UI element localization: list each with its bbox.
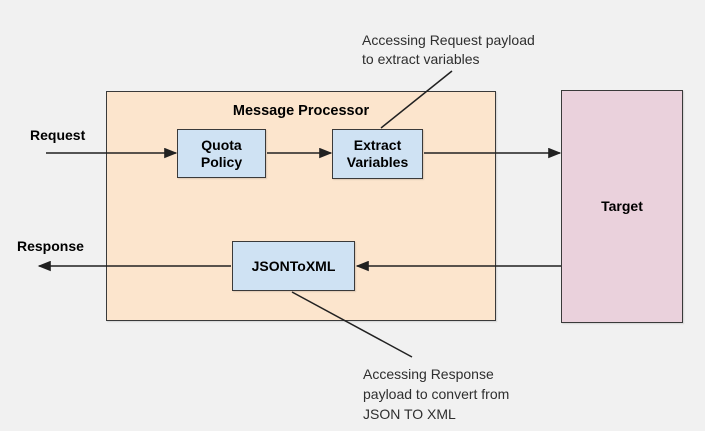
extract-variables-node: Extract Variables bbox=[332, 129, 423, 179]
extract-variables-label-line1: Extract bbox=[353, 137, 402, 153]
extract-variables-label-line2: Variables bbox=[346, 154, 409, 170]
message-processor-title: Message Processor bbox=[232, 103, 370, 119]
quota-policy-label-line2: Policy bbox=[200, 153, 243, 170]
target-label: Target bbox=[601, 198, 643, 214]
request-payload-annotation-line2: to extract variables bbox=[362, 51, 480, 67]
json-to-xml-label: JSONToXML bbox=[251, 257, 336, 274]
response-payload-annotation-line2: payload to convert from bbox=[363, 386, 510, 402]
response-payload-annotation-line3: JSON TO XML bbox=[363, 406, 456, 422]
json-to-xml-node: JSONToXML bbox=[232, 241, 355, 291]
response-payload-annotation: Accessing Response payload to convert fr… bbox=[363, 364, 509, 424]
request-payload-annotation-line1: Accessing Request payload bbox=[362, 32, 535, 48]
target-node: Target bbox=[561, 90, 683, 323]
request-payload-annotation: Accessing Request payload to extract var… bbox=[362, 31, 535, 69]
quota-policy-label-line1: Quota bbox=[201, 136, 242, 153]
response-payload-annotation-line1: Accessing Response bbox=[363, 366, 494, 382]
request-label: Request bbox=[30, 127, 86, 143]
response-label: Response bbox=[17, 238, 84, 254]
quota-policy-node: Quota Policy bbox=[177, 129, 266, 178]
